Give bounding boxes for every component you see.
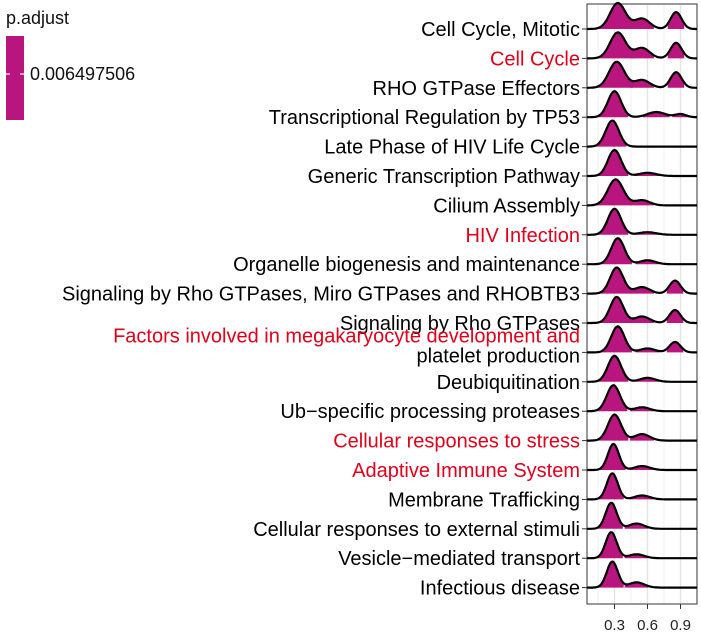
pathway-label: RHO GTPase Effectors (373, 78, 580, 100)
ridge-fill-secondary (630, 495, 654, 500)
x-axis: 0.3 0.6 0.9 (604, 604, 691, 634)
legend: p.adjust 0.006497506 (6, 8, 135, 120)
pathway-label: Cell Cycle, Mitotic (421, 19, 580, 41)
ridge-fill-secondary (633, 172, 662, 176)
ridge-outline (586, 60, 698, 89)
ridge-outline (586, 354, 698, 383)
ridge-fill-secondary (630, 466, 654, 470)
ridge-outline (586, 442, 698, 472)
pathway-label: Factors involved in megakaryocyte develo… (113, 325, 580, 367)
pathway-label: HIV Infection (465, 225, 580, 247)
ridge-outline (586, 119, 698, 148)
ridge-outline (586, 384, 698, 413)
legend-value: 0.006497506 (30, 64, 135, 84)
ridge-fill (587, 444, 626, 470)
legend-title: p.adjust (6, 8, 69, 28)
panel-border (586, 3, 698, 605)
pathway-label: Ub−specific processing proteases (280, 401, 580, 423)
ridge-fill (587, 238, 632, 265)
ridge-outline (586, 266, 698, 295)
ridge-outline (586, 295, 698, 325)
ridge-fill (587, 61, 633, 88)
ridge-fill (587, 473, 624, 500)
pathway-label: Cellular responses to stress (333, 431, 580, 453)
ridge-fill-secondary (630, 47, 654, 59)
x-tick-label: 0.3 (604, 617, 625, 634)
ridge-outline (586, 207, 698, 236)
pathway-label: Transcriptional Regulation by TP53 (269, 107, 580, 129)
pathway-label: Adaptive Immune System (352, 460, 580, 482)
pathway-label: Organelle biogenesis and maintenance (233, 254, 580, 276)
legend-colorbar (6, 36, 24, 120)
ridge-outline (586, 90, 698, 119)
ridge-outline (586, 1, 698, 31)
pathway-label: Deubiquitination (437, 372, 580, 394)
ridge-outline (586, 31, 698, 60)
ridge-outline (586, 178, 698, 207)
ridge-fill (587, 326, 632, 353)
ridge-fill-secondary (635, 377, 660, 382)
pathway-label: Signaling by Rho GTPases, Miro GTPases a… (62, 284, 580, 306)
ridge-outline (586, 237, 698, 266)
ridge-outline (586, 501, 698, 530)
ridge-outline (586, 325, 698, 354)
pathway-label: Late Phase of HIV Life Cycle (324, 137, 580, 159)
pathway-label: Membrane Trafficking (388, 489, 580, 511)
ridge-outline (586, 148, 698, 178)
plot-panel (586, 1, 698, 605)
pathway-label: Signaling by Rho GTPases (340, 313, 580, 335)
pathway-label: Generic Transcription Pathway (308, 166, 580, 188)
x-tick-label: 0.9 (670, 617, 691, 634)
ridges (586, 1, 698, 589)
pathway-label: Infectious disease (420, 578, 580, 600)
ridge-outline (586, 531, 698, 560)
pathway-label: Vesicle−mediated transport (338, 548, 580, 570)
pathway-label: Cellular responses to external stimuli (253, 519, 580, 541)
ridge-outline (586, 413, 698, 442)
ridge-outline (586, 472, 698, 501)
ridge-fill-secondary (630, 18, 654, 29)
ridge-outline (586, 560, 698, 589)
grid-lines (597, 5, 682, 603)
pathway-label: Cilium Assembly (433, 195, 580, 217)
pathway-label: Cell Cycle (490, 48, 580, 70)
x-tick-label: 0.6 (637, 617, 658, 634)
ridge-fill (587, 385, 628, 412)
ridge-fill (587, 561, 624, 588)
